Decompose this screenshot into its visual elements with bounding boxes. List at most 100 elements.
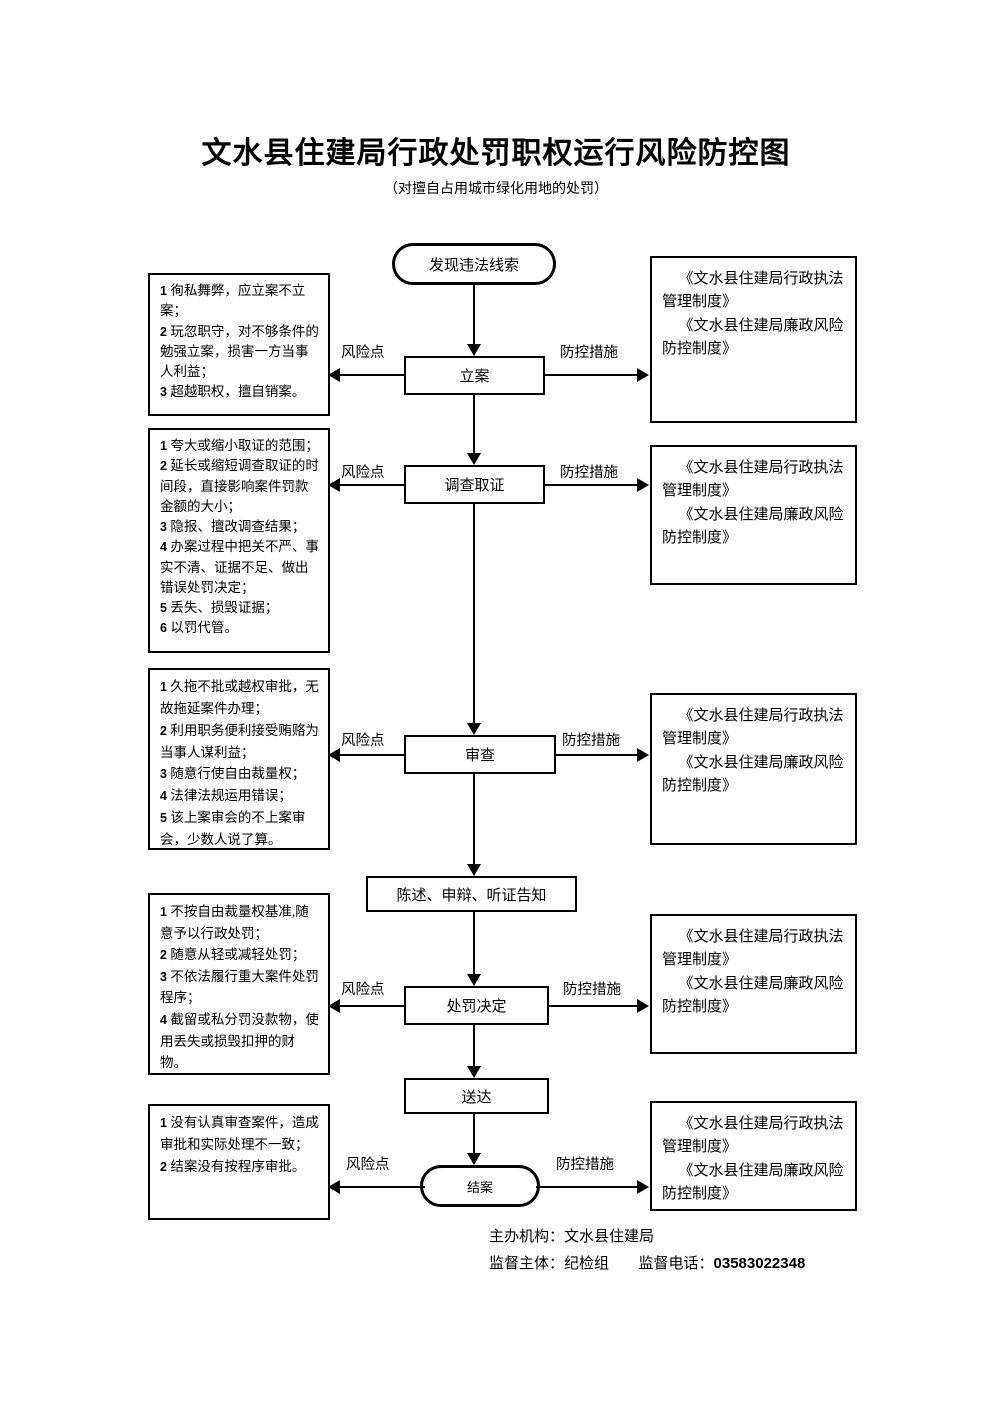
risk-line-text: 不依法履行重大案件处罚程序； [160, 968, 319, 1006]
risk-line-text: 随意从轻或减轻处罚； [170, 947, 306, 963]
footer-hotline-label: 监督电话： [638, 1256, 714, 1272]
risk-box-decision: 1 不按自由裁量权基准,随意予以行政处罚； 2 随意从轻或减轻处罚； 3 不依法… [148, 893, 330, 1075]
risk-line-text: 夸大或缩小取证的范围； [170, 438, 319, 453]
connector-deliver-close [473, 1114, 475, 1153]
risk-line-number: 2 [160, 324, 167, 339]
measure-line: 《文水县住建局廉政风险防控制度》 [662, 1162, 844, 1202]
connector-measure-filing [545, 374, 637, 376]
risk-line-text: 不按自由裁量权基准,随意予以行政处罚； [160, 904, 309, 941]
flow-node-decision: 处罚决定 [404, 986, 549, 1025]
risk-line-number: 2 [160, 1159, 167, 1174]
risk-line-text: 超越职权，擅自销案。 [170, 384, 306, 400]
flow-node-label: 发现违法线索 [428, 257, 519, 274]
risk-line: 1 夸大或缩小取证的范围； [160, 436, 320, 456]
risk-line-text: 延长或缩短调查取证的时间段，直接影响案件罚款金额的大小； [160, 458, 319, 514]
edge-label-risk-investigate: 风险点 [341, 465, 385, 481]
risk-line-text: 久拖不批或越权审批，无故拖延案件办理； [160, 679, 319, 716]
edge-label-measure-filing: 防控措施 [560, 345, 618, 361]
risk-line: 6 以罚代管。 [160, 618, 320, 638]
flow-node-discover: 发现违法线索 [392, 243, 556, 285]
connector-discover-filing [473, 285, 475, 344]
flow-node-label: 处罚决定 [446, 999, 507, 1015]
flow-node-label: 立案 [459, 369, 490, 385]
risk-line-number: 5 [160, 811, 167, 826]
measure-line: 《文水县住建局行政执法管理制度》 [662, 929, 844, 969]
risk-line-number: 5 [160, 601, 167, 615]
risk-line-number: 4 [160, 789, 167, 804]
measure-box-filing: 《文水县住建局行政执法管理制度》 《文水县住建局廉政风险防控制度》 [650, 256, 857, 423]
risk-line-number: 4 [160, 1012, 167, 1027]
connector-investigate-review [473, 504, 475, 723]
risk-line: 4 办案过程中把关不严、事实不清、证据不足、做出错误处罚决定； [160, 537, 320, 598]
flow-node-filing: 立案 [404, 356, 545, 395]
connector-measure-investigate [545, 484, 637, 486]
risk-line: 2 随意从轻或减轻处罚； [160, 944, 320, 966]
connector-risk-filing [340, 374, 406, 376]
risk-line-number: 3 [160, 385, 167, 400]
measure-box-review: 《文水县住建局行政执法管理制度》 《文水县住建局廉政风险防控制度》 [650, 693, 857, 845]
risk-line-text: 丢失、损毁证据； [170, 600, 279, 615]
risk-line: 1 徇私舞弊，应立案不立案； [160, 281, 320, 322]
measure-line: 《文水县住建局廉政风险防控制度》 [662, 506, 844, 546]
measure-box-investigate: 《文水县住建局行政执法管理制度》 《文水县住建局廉政风险防控制度》 [650, 445, 857, 585]
risk-line-text: 隐报、擅改调查结果； [170, 519, 306, 534]
risk-line: 4 法律法规运用错误； [160, 785, 320, 807]
risk-line: 2 延长或缩短调查取证的时间段，直接影响案件罚款金额的大小； [160, 456, 320, 517]
flow-node-label: 陈述、申辩、听证告知 [396, 887, 547, 904]
arrowhead-risk-investigate [328, 478, 340, 492]
risk-line-text: 法律法规运用错误； [170, 788, 292, 804]
risk-line-number: 1 [160, 439, 167, 453]
risk-line-text: 该上案审会的不上案审会，少数人说了算。 [160, 810, 306, 848]
footer-supervision: 监督主体：纪检组 监督电话：03583022348 [489, 1252, 805, 1273]
measure-line: 《文水县住建局廉政风险防控制度》 [662, 317, 844, 357]
risk-line-number: 3 [160, 520, 167, 534]
edge-label-measure-investigate: 防控措施 [560, 465, 618, 481]
risk-line: 2 结案没有按程序审批。 [160, 1156, 320, 1178]
connector-filing-investigate [473, 395, 475, 453]
risk-line-number: 2 [160, 723, 167, 738]
edge-label-risk-review: 风险点 [341, 733, 385, 749]
arrowhead-measure-close [637, 1180, 649, 1194]
measure-line: 《文水县住建局行政执法管理制度》 [662, 1116, 844, 1156]
risk-line-text: 玩忽职守，对不够条件的勉强立案，损害一方当事人利益； [160, 323, 319, 380]
risk-line-number: 1 [160, 680, 167, 694]
risk-box-investigate: 1 夸大或缩小取证的范围； 2 延长或缩短调查取证的时间段，直接影响案件罚款金额… [148, 428, 330, 653]
arrowhead-measure-filing [637, 368, 649, 382]
arrowhead-review-notify [467, 864, 481, 876]
risk-line: 3 超越职权，擅自销案。 [160, 382, 320, 402]
flow-node-label: 送达 [461, 1089, 492, 1106]
risk-line-text: 截留或私分罚没款物，使用丢失或损毁扣押的财物。 [160, 1011, 319, 1071]
risk-line-text: 没有认真审查案件，造成审批和实际处理不一致； [160, 1115, 319, 1152]
edge-label-measure-decision: 防控措施 [563, 982, 621, 998]
flow-node-label: 结案 [466, 1179, 493, 1195]
risk-box-filing: 1 徇私舞弊，应立案不立案； 2 玩忽职守，对不够条件的勉强立案，损害一方当事人… [148, 273, 330, 416]
risk-line-number: 3 [160, 767, 167, 782]
measure-line: 《文水县住建局廉政风险防控制度》 [662, 975, 844, 1015]
risk-line: 5 丢失、损毁证据； [160, 598, 320, 618]
risk-line-text: 以罚代管。 [170, 620, 238, 636]
arrowhead-risk-close [328, 1180, 340, 1194]
edge-label-measure-review: 防控措施 [562, 733, 620, 749]
page-subtitle: （对擅自占用城市绿化用地的处罚） [384, 182, 608, 197]
risk-line: 1 久拖不批或越权审批，无故拖延案件办理； [160, 676, 320, 720]
arrowhead-discover-filing [467, 344, 481, 356]
risk-line-number: 1 [160, 284, 167, 298]
connector-risk-review [340, 754, 406, 756]
arrowhead-risk-filing [328, 368, 340, 382]
arrowhead-decision-deliver [467, 1066, 481, 1078]
arrowhead-risk-decision [328, 999, 340, 1013]
connector-risk-decision [340, 1005, 406, 1007]
edge-label-risk-filing: 风险点 [341, 345, 385, 361]
risk-line: 4 截留或私分罚没款物，使用丢失或损毁扣押的财物。 [160, 1009, 320, 1074]
risk-line-number: 3 [160, 969, 167, 984]
connector-measure-decision [549, 1005, 637, 1007]
measure-line: 《文水县住建局廉政风险防控制度》 [662, 754, 844, 794]
measure-line: 《文水县住建局行政执法管理制度》 [662, 271, 844, 311]
flow-node-label: 调查取证 [444, 478, 505, 494]
edge-label-risk-close: 风险点 [346, 1157, 390, 1173]
risk-line-number: 2 [160, 459, 167, 474]
risk-line: 3 不依法履行重大案件处罚程序； [160, 966, 320, 1009]
flow-node-notify: 陈述、申辩、听证告知 [366, 876, 577, 912]
measure-box-decision: 《文水县住建局行政执法管理制度》 《文水县住建局廉政风险防控制度》 [650, 914, 857, 1054]
